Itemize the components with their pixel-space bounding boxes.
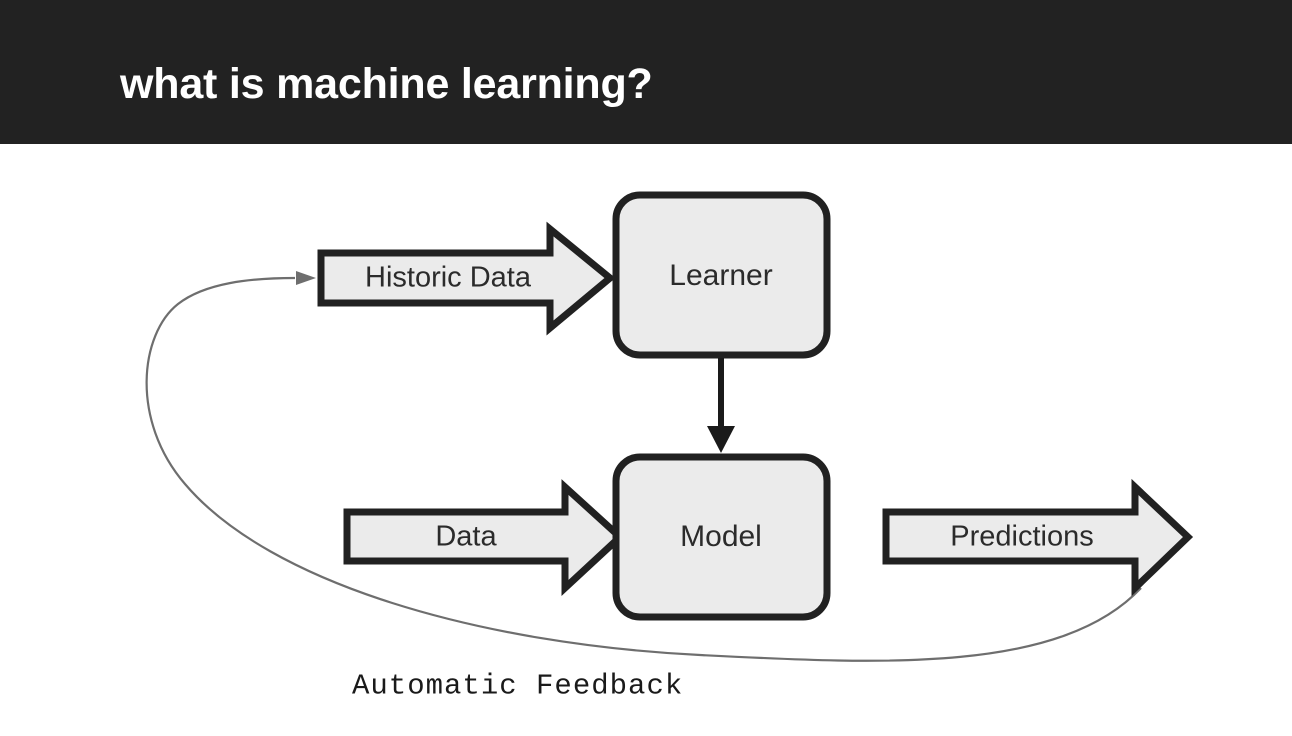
model-box-shape	[612, 453, 831, 621]
diagram-canvas: Historic Data Learner Data Model	[0, 144, 1292, 736]
learner-box-label: Learner	[669, 259, 772, 292]
node-learner: Learner	[612, 191, 831, 359]
page-title: what is machine learning?	[120, 60, 653, 108]
model-box-label: Model	[680, 520, 762, 553]
data-arrow-shape	[343, 479, 626, 597]
predictions-arrow: Predictions	[882, 478, 1194, 597]
feedback-loop-connector	[145, 271, 1142, 662]
historic-data-arrow-label: Historic Data	[365, 262, 532, 294]
machine-learning-flow-diagram: Historic Data Learner Data Model	[145, 191, 1194, 703]
predictions-arrow-shape	[882, 478, 1194, 597]
historic-data-arrow-shape	[317, 221, 616, 336]
node-model: Model	[612, 453, 831, 621]
data-arrow-label: Data	[435, 521, 497, 553]
learner-to-model-arrowhead-icon	[707, 426, 735, 453]
historic-data-arrow: Historic Data	[317, 221, 616, 336]
slide-header-band: what is machine learning?	[0, 0, 1292, 144]
feedback-curve-path	[145, 276, 1142, 662]
learner-box-shape	[612, 191, 831, 359]
data-arrow: Data	[343, 479, 626, 597]
learner-to-model-connector	[707, 358, 735, 453]
predictions-arrow-label: Predictions	[950, 521, 1093, 553]
feedback-arrowhead-icon	[296, 271, 316, 285]
automatic-feedback-label: Automatic Feedback	[352, 670, 683, 703]
